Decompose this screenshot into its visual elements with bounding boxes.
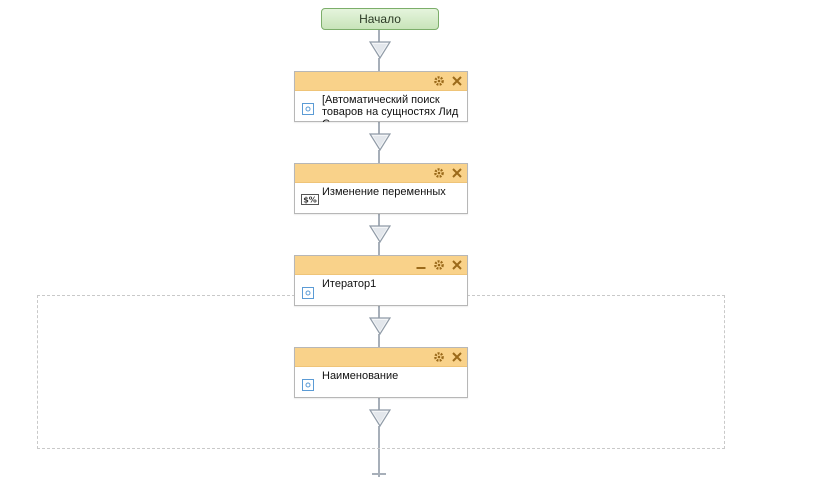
start-node-button[interactable]: Начало [321, 8, 439, 30]
block-header [295, 72, 467, 91]
connector-line [378, 306, 380, 318]
settings-icon[interactable] [433, 259, 445, 271]
block-header [295, 348, 467, 367]
block-title: Наименование [322, 370, 399, 382]
connector-line [378, 122, 380, 134]
settings-icon[interactable] [433, 75, 445, 87]
activity-block-iterator[interactable]: Итератор1 [294, 255, 468, 306]
connector-end-cap [372, 473, 386, 475]
block-title: Итератор1 [322, 278, 377, 290]
settings-icon[interactable] [433, 351, 445, 363]
activity-icon [302, 287, 314, 299]
block-title: Изменение переменных [322, 186, 446, 198]
connector-line [378, 214, 380, 226]
svg-text:$%: $% [303, 196, 317, 205]
connector-line [378, 426, 380, 477]
activity-block-product-search[interactable]: [Автоматический поиск товаров на сущност… [294, 71, 468, 122]
activity-block-change-variables[interactable]: $% Изменение переменных [294, 163, 468, 214]
insert-point-arrow-icon[interactable] [369, 317, 391, 335]
settings-icon[interactable] [433, 167, 445, 179]
connector-line [378, 30, 380, 42]
block-title: [Автоматический поиск товаров на сущност… [322, 94, 459, 122]
block-header [295, 256, 467, 275]
close-icon[interactable] [451, 75, 463, 87]
connector-line [378, 398, 380, 410]
activity-block-name[interactable]: Наименование [294, 347, 468, 398]
close-icon[interactable] [451, 167, 463, 179]
close-icon[interactable] [451, 259, 463, 271]
activity-icon [302, 103, 314, 115]
connector-line [378, 334, 380, 348]
insert-point-arrow-icon[interactable] [369, 409, 391, 427]
variables-icon: $% [301, 194, 319, 205]
connector-line [378, 58, 380, 72]
activity-icon [302, 379, 314, 391]
close-icon[interactable] [451, 351, 463, 363]
connector-line [378, 150, 380, 164]
collapse-icon[interactable] [415, 259, 427, 271]
insert-point-arrow-icon[interactable] [369, 41, 391, 59]
connector-line [378, 242, 380, 256]
insert-point-arrow-icon[interactable] [369, 133, 391, 151]
block-header [295, 164, 467, 183]
insert-point-arrow-icon[interactable] [369, 225, 391, 243]
